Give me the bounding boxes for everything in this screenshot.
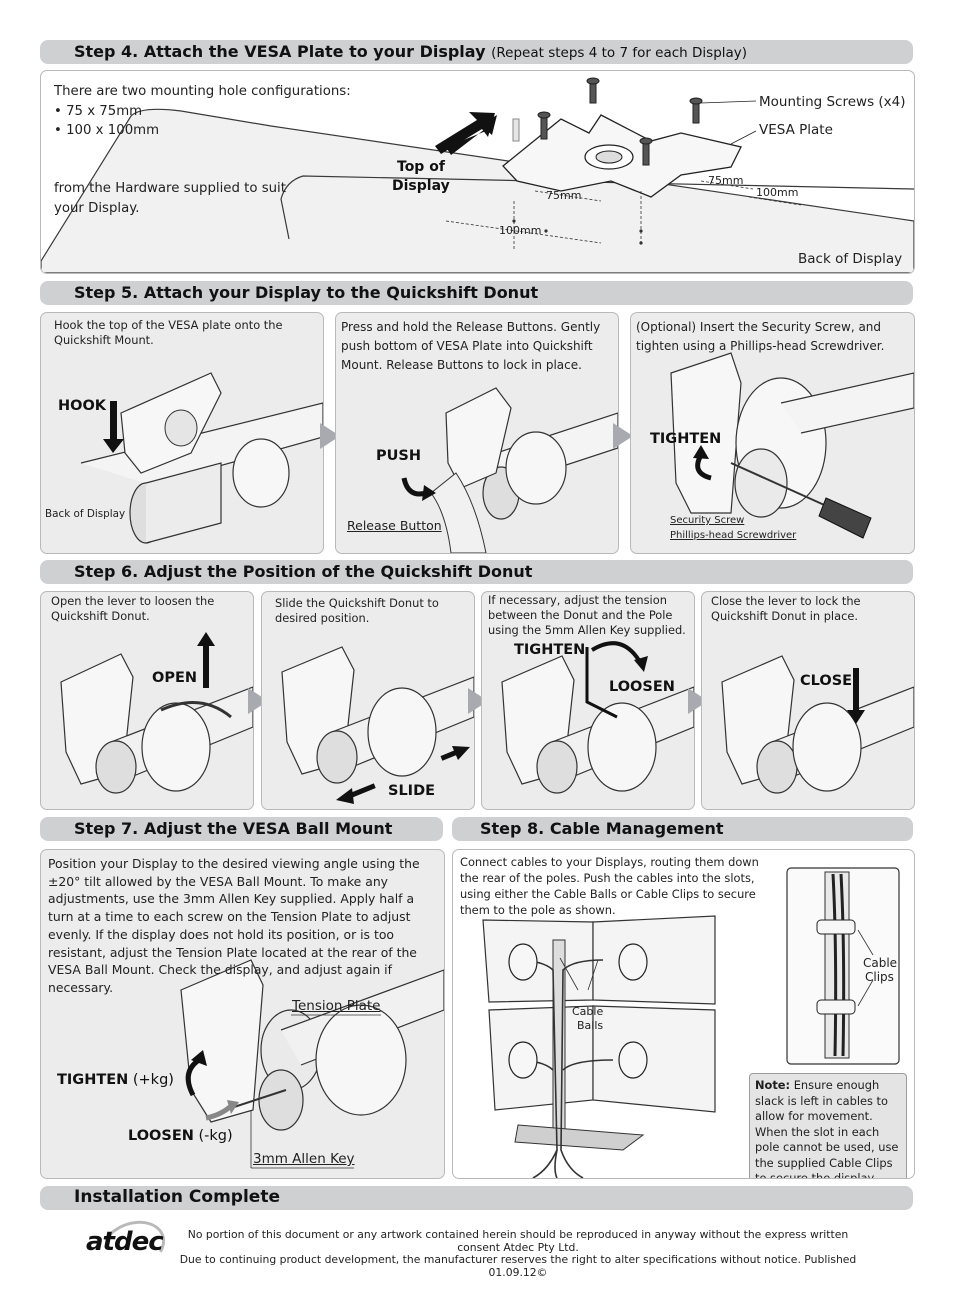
push-instruction: Press and hold the Release Buttons. Gent… — [341, 320, 601, 372]
tension-illustration — [501, 641, 694, 794]
close-instruction: Close the lever to lock the Quickshift D… — [711, 594, 861, 623]
step6-panel-close: Close the lever to lock the Quickshift D… — [701, 591, 915, 810]
slide-label: SLIDE — [388, 783, 436, 799]
top-of-display-label: Top of — [397, 159, 445, 175]
top-of-display-label2: Display — [392, 178, 450, 194]
hook-label: HOOK — [58, 398, 107, 414]
step7-tighten-label: TIGHTEN (+kg) — [57, 1072, 174, 1088]
step5-panel-hook: Hook the top of the VESA plate onto the … — [40, 312, 324, 554]
step5-arrow-2 — [613, 423, 633, 449]
push-label: PUSH — [376, 448, 421, 464]
step4-config-100: • 100 x 100mm — [54, 123, 160, 138]
slide-instruction: Slide the Quickshift Donut to desired po… — [275, 596, 439, 625]
complete-title: Installation Complete — [74, 1187, 280, 1207]
step6-title: Step 6. Adjust the Position of the Quick… — [74, 562, 533, 581]
ball-mount-illustration — [180, 959, 444, 1169]
close-label: CLOSE — [800, 673, 853, 689]
step4-header: Step 4. Attach the VESA Plate to your Di… — [40, 40, 913, 64]
step8-instruction: Connect cables to your Displays, routing… — [460, 855, 759, 917]
cable-clips-label2: Clips — [865, 970, 894, 984]
cable-management-illustration — [482, 867, 900, 1178]
step6-panel-tension: If necessary, adjust the tension between… — [481, 591, 695, 810]
footer-line2: Due to continuing product development, t… — [179, 1253, 857, 1279]
dim-75-vertical: 75mm — [708, 174, 744, 187]
tension-instruction: If necessary, adjust the tension between… — [488, 593, 686, 637]
step5-header: Step 5. Attach your Display to the Quick… — [40, 281, 913, 305]
atdec-logo: atdec — [86, 1227, 164, 1257]
push-illustration — [401, 387, 618, 553]
hook-instruction: Hook the top of the VESA plate onto the … — [54, 318, 283, 347]
close-illustration — [721, 655, 914, 794]
step4-intro: There are two mounting hole configuratio… — [54, 84, 351, 99]
tighten-illustration — [670, 352, 914, 539]
step4-panel: There are two mounting hole configuratio… — [40, 70, 915, 274]
dim-75-horizontal: 75mm — [546, 189, 582, 202]
cable-balls-label2: Balls — [577, 1019, 604, 1032]
step8-header: Step 8. Cable Management — [452, 817, 913, 841]
step7-loosen-label: LOOSEN (-kg) — [128, 1128, 233, 1144]
open-instruction: Open the lever to loosen the Quickshift … — [51, 594, 215, 623]
dim-100-vertical: 100mm — [756, 186, 799, 199]
step7-header: Step 7. Adjust the VESA Ball Mount — [40, 817, 443, 841]
step6-header: Step 6. Adjust the Position of the Quick… — [40, 560, 913, 584]
tighten-label: TIGHTEN — [650, 431, 722, 447]
step4-illustration — [41, 77, 914, 273]
release-button-caption: Release Button — [347, 518, 442, 533]
screwdriver-caption: Phillips-head Screwdriver — [670, 530, 797, 541]
cable-balls-label: Cable — [572, 1005, 604, 1018]
step4-hardware-line2: your Display. — [54, 201, 140, 216]
step4-title: Step 4. Attach the VESA Plate to your Di… — [74, 42, 748, 61]
step7-title: Step 7. Adjust the VESA Ball Mount — [74, 819, 393, 838]
step7-panel: Position your Display to the desired vie… — [40, 849, 445, 1179]
tighten-instruction: (Optional) Insert the Security Screw, an… — [636, 320, 885, 353]
dim-100-horizontal: 100mm — [499, 224, 542, 237]
open-illustration — [60, 632, 253, 794]
hook-back-of-display-caption: Back of Display — [45, 508, 126, 520]
allen-key-label: 3mm Allen Key — [253, 1151, 355, 1167]
mounting-screws-label: Mounting Screws (x4) — [759, 94, 906, 110]
step5-panel-push: Press and hold the Release Buttons. Gent… — [335, 312, 619, 554]
tension-tighten-label: TIGHTEN — [514, 642, 586, 658]
step8-title: Step 8. Cable Management — [480, 819, 724, 838]
vesa-plate-label: VESA Plate — [759, 122, 833, 138]
security-screw-caption: Security Screw — [670, 515, 745, 526]
step6-panel-slide: Slide the Quickshift Donut to desired po… — [261, 591, 475, 810]
back-of-display-label: Back of Display — [798, 251, 903, 267]
tension-loosen-label: LOOSEN — [609, 679, 675, 695]
footer-disclaimer: No portion of this document or any artwo… — [168, 1228, 868, 1279]
hook-illustration — [80, 372, 323, 544]
step5-panel-tighten: (Optional) Insert the Security Screw, an… — [630, 312, 915, 554]
step4-hardware-line1: from the Hardware supplied to suit — [54, 181, 286, 196]
step4-config-75: • 75 x 75mm — [54, 104, 143, 119]
step5-title: Step 5. Attach your Display to the Quick… — [74, 283, 539, 302]
cable-note: Note: Ensure enough slack is left in cab… — [749, 1073, 907, 1179]
complete-header: Installation Complete — [40, 1186, 913, 1210]
footer-line1: No portion of this document or any artwo… — [187, 1228, 849, 1254]
step8-panel: Connect cables to your Displays, routing… — [452, 849, 915, 1179]
tension-plate-label: Tension Plate — [292, 998, 381, 1014]
step4-subtitle: (Repeat steps 4 to 7 for each Display) — [491, 45, 748, 61]
cable-clips-label: Cable — [863, 956, 898, 970]
open-label: OPEN — [152, 670, 197, 686]
note-label: Note: — [755, 1078, 791, 1092]
step6-panel-open: Open the lever to loosen the Quickshift … — [40, 591, 254, 810]
step7-instruction: Position your Display to the desired vie… — [48, 856, 420, 995]
note-text: Ensure enough slack is left in cables to… — [755, 1078, 899, 1179]
slide-illustration — [281, 646, 474, 804]
